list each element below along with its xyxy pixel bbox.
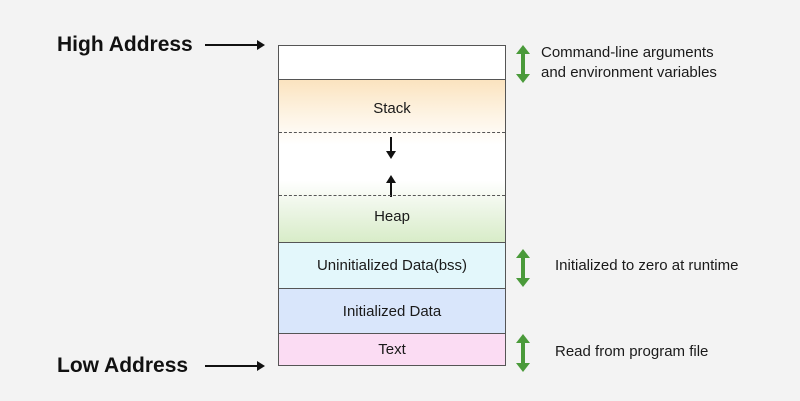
text-segment: Text [279, 334, 505, 365]
right-arrow-icon [205, 40, 265, 50]
initialized-data-label: Initialized Data [342, 302, 442, 320]
bss-label: Uninitialized Data(bss) [316, 257, 468, 274]
double-arrow-icon [516, 334, 530, 372]
stack-heap-region: Stack Heap [279, 80, 505, 243]
memory-layout: Stack Heap Uninitialized Data(bss) Initi… [278, 45, 506, 366]
heap-boundary-line [279, 195, 505, 196]
stack-label: Stack [373, 100, 411, 117]
low-address-label: Low Address [57, 354, 189, 377]
double-arrow-icon [516, 45, 530, 83]
heap-label: Heap [374, 208, 410, 225]
initialized-data-segment: Initialized Data [279, 289, 505, 334]
stack-boundary-line [279, 132, 505, 133]
bss-segment: Uninitialized Data(bss) [279, 243, 505, 289]
args-env-segment [279, 46, 505, 80]
args-note-line1: Command-line arguments [541, 44, 714, 61]
high-address-label: High Address [57, 33, 193, 56]
right-arrow-icon [205, 361, 265, 371]
bss-note: Initialized to zero at runtime [555, 257, 739, 274]
text-label: Text [378, 341, 406, 358]
up-arrow-icon [386, 175, 396, 197]
text-note: Read from program file [555, 343, 709, 360]
double-arrow-icon [516, 249, 530, 287]
down-arrow-icon [386, 137, 396, 159]
args-note-line2: and environment variables [541, 64, 717, 81]
args-note: Command-line arguments and environment v… [541, 43, 717, 83]
